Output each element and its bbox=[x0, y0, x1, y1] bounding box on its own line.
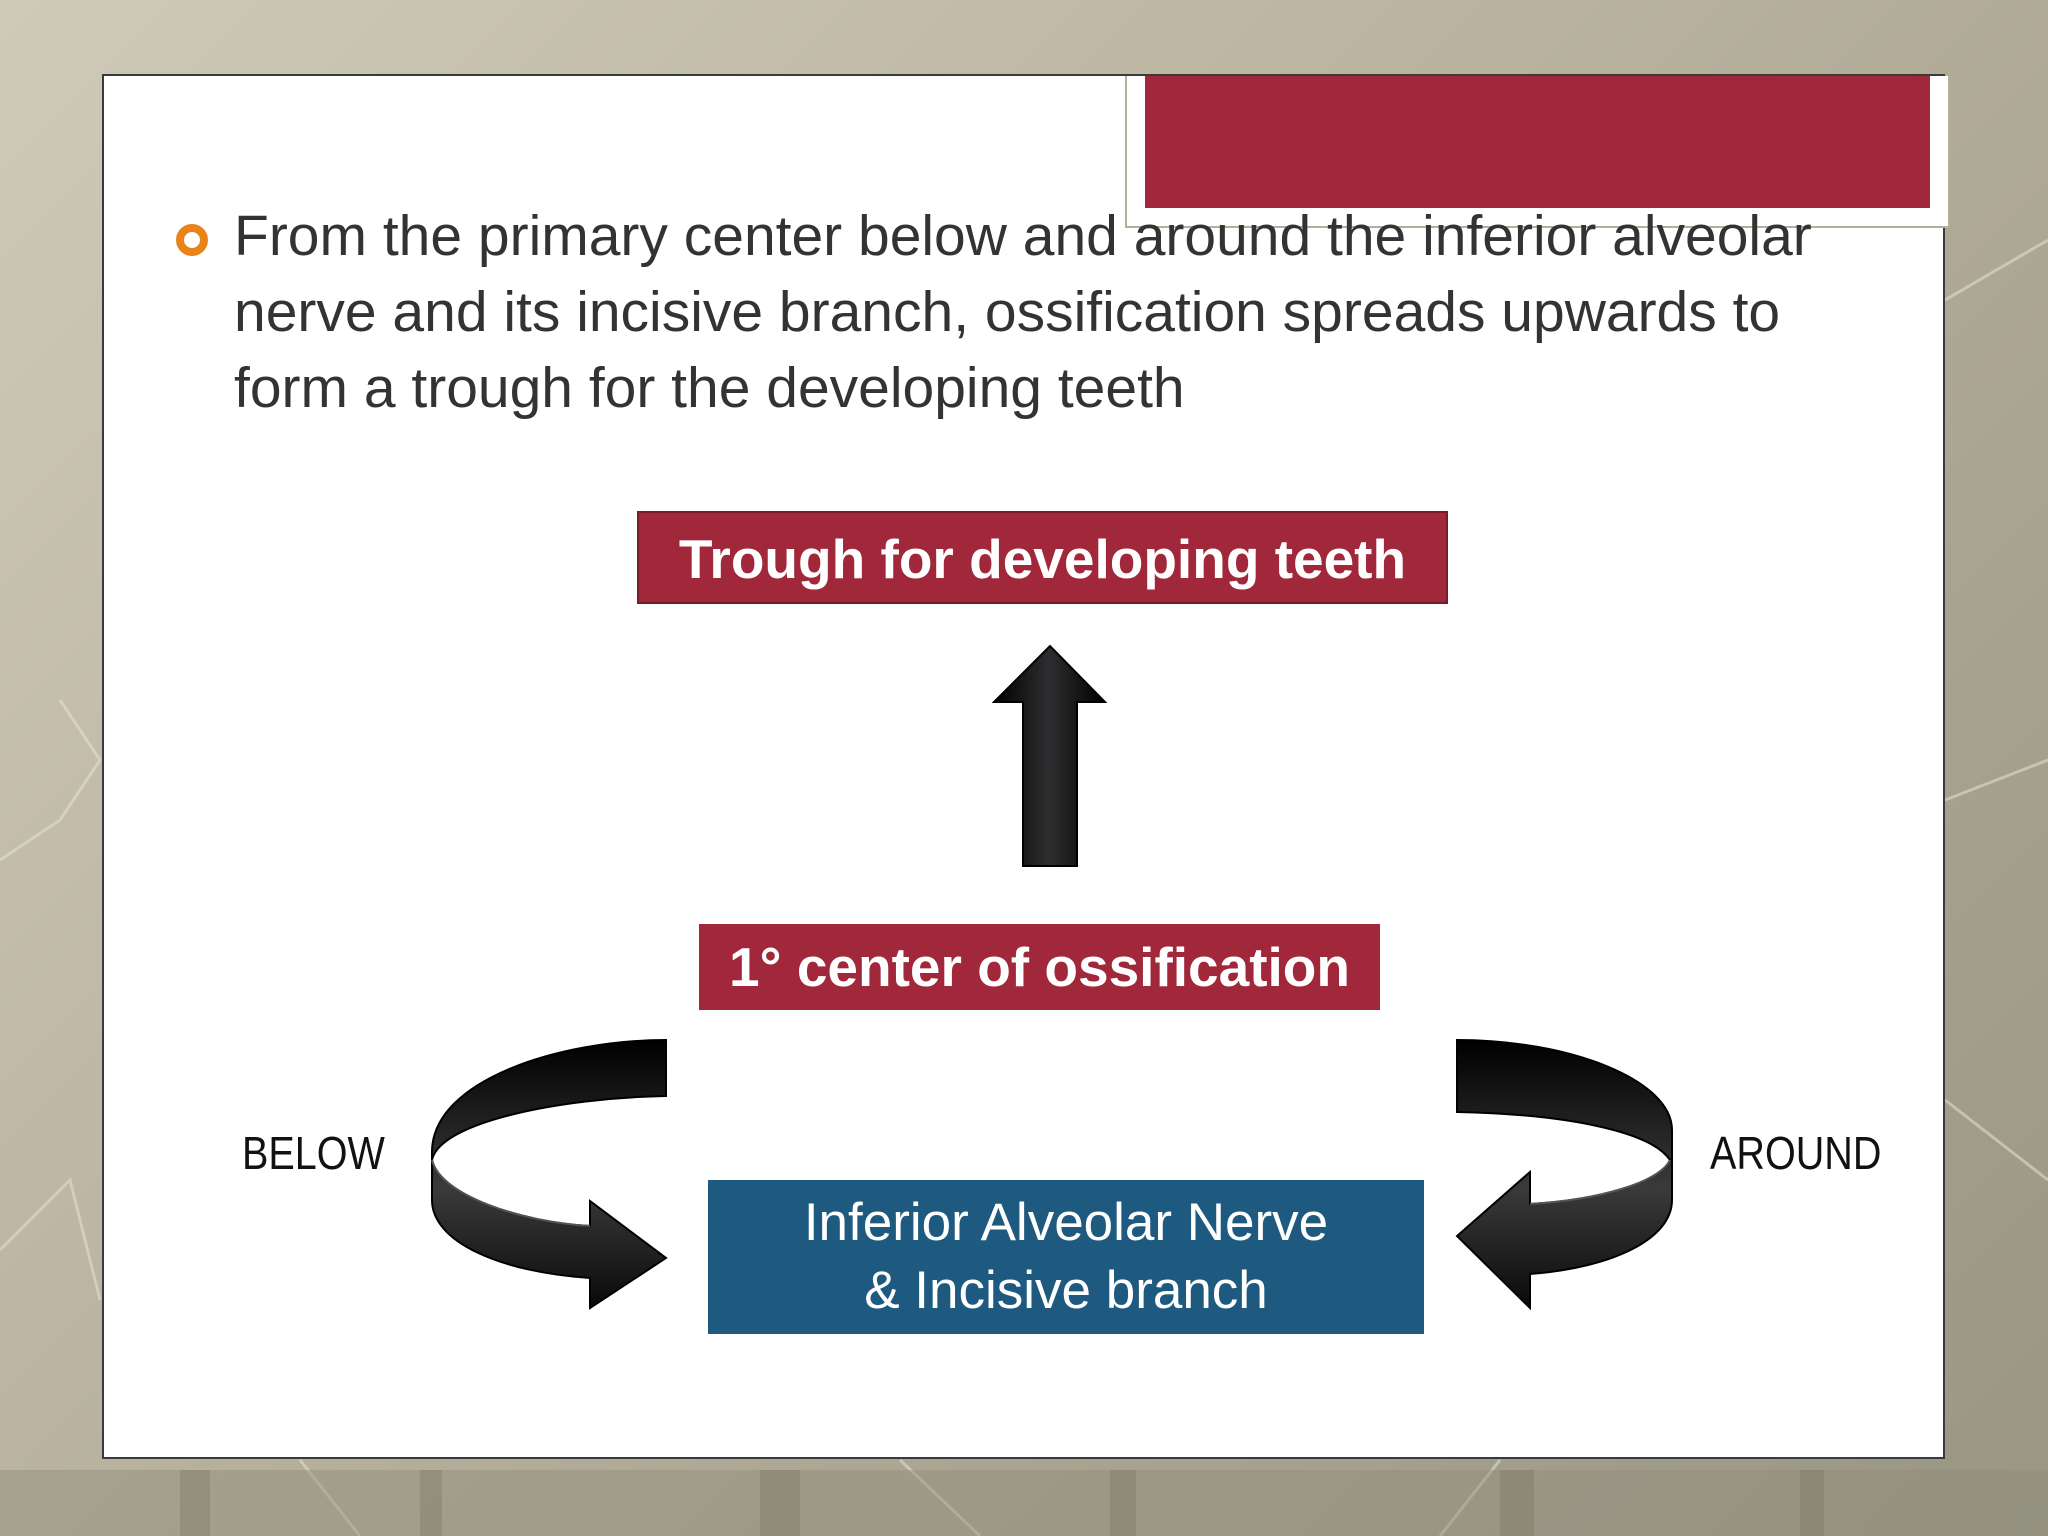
below-label: BELOW bbox=[242, 1127, 385, 1179]
bullet-icon bbox=[176, 224, 208, 256]
ossification-center-box: 1° center of ossification bbox=[699, 924, 1380, 1010]
trough-box: Trough for developing teeth bbox=[637, 511, 1448, 604]
nerve-box-line1: Inferior Alveolar Nerve bbox=[803, 1193, 1329, 1252]
around-label: AROUND bbox=[1710, 1127, 1882, 1179]
bullet-text: From the primary center below and around… bbox=[234, 204, 1812, 420]
title-placeholder bbox=[1125, 76, 1950, 228]
nerve-box-line2: & Incisive branch bbox=[864, 1261, 1268, 1320]
title-bar bbox=[1145, 76, 1930, 208]
nerve-box: Inferior Alveolar Nerve & Incisive branc… bbox=[708, 1180, 1424, 1334]
